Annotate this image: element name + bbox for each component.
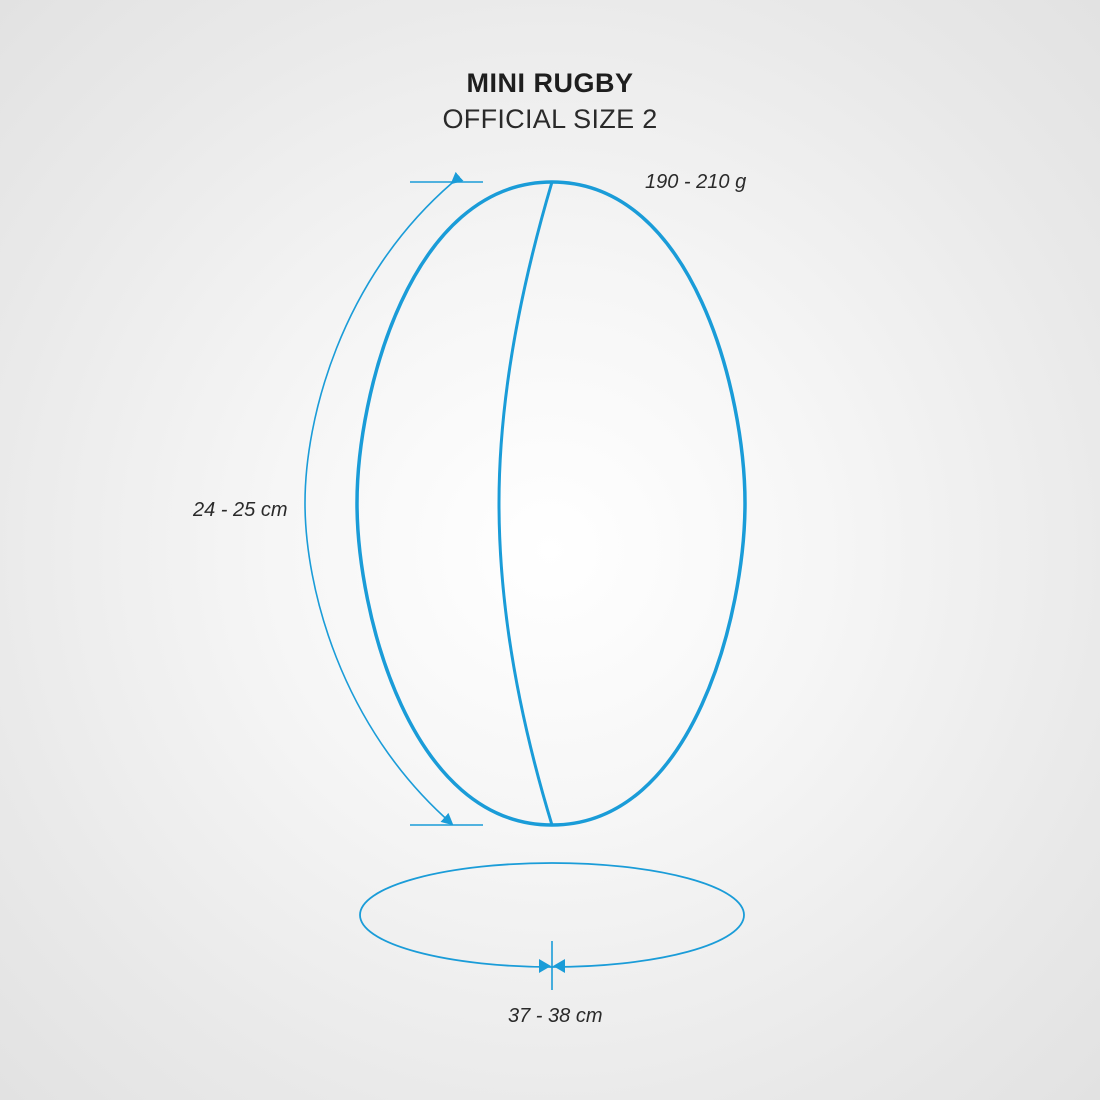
circumference-arrow-left <box>539 959 551 973</box>
circumference-arrow-right <box>553 959 565 973</box>
diagram-subtitle: OFFICIAL SIZE 2 <box>442 104 658 134</box>
length-label: 24 - 25 cm <box>193 499 288 521</box>
circumference-label: 37 - 38 cm <box>508 1005 603 1027</box>
length-dimension-arrow <box>304 171 464 826</box>
diagram-title: MINI RUGBY <box>466 68 634 98</box>
ball-seam <box>497 181 554 826</box>
ball-outline <box>355 180 747 827</box>
weight-label: 190 - 210 g <box>645 171 747 193</box>
